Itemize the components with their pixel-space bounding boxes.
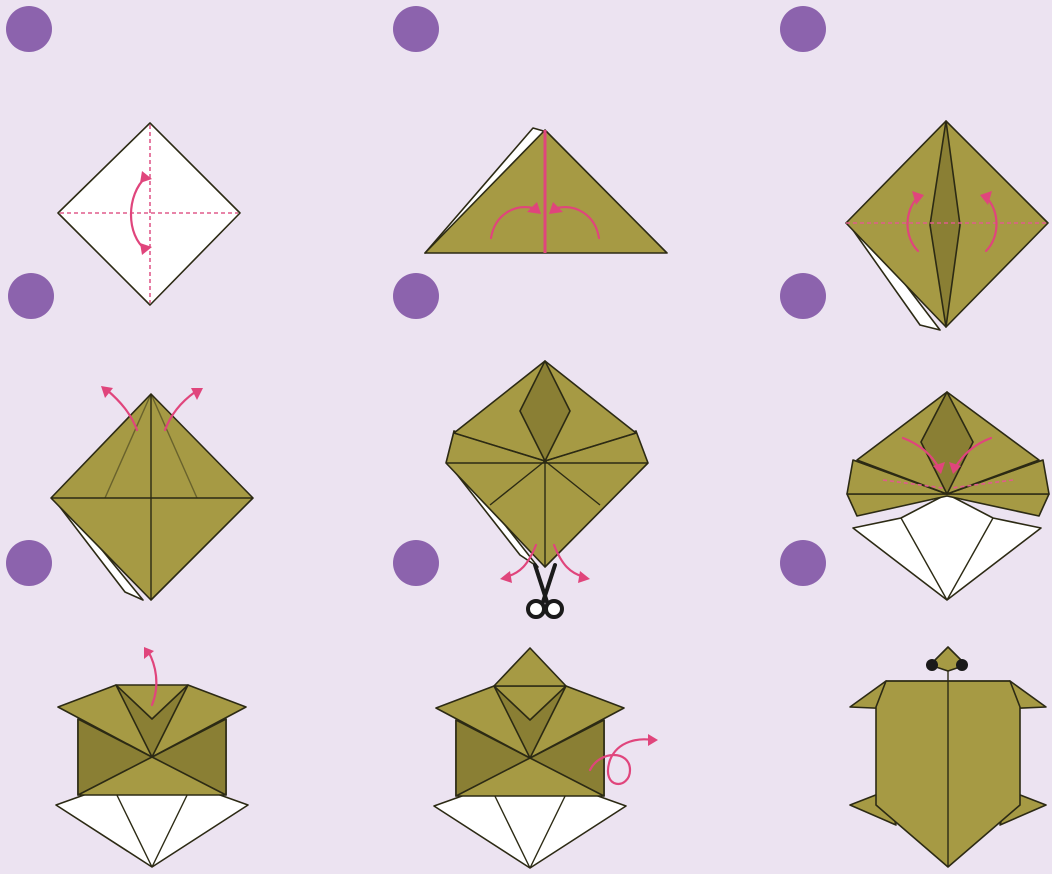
scissors-icon xyxy=(528,565,562,617)
step-1-figure xyxy=(50,115,250,315)
step-badge-9 xyxy=(780,540,826,586)
step-6-figure xyxy=(843,388,1052,603)
step-badge-1 xyxy=(6,6,52,52)
step-7-figure xyxy=(52,645,252,873)
step-badge-2 xyxy=(393,6,439,52)
right-eye xyxy=(956,659,968,671)
step-badge-4 xyxy=(8,273,54,319)
step-badge-6 xyxy=(780,273,826,319)
step-9-figure xyxy=(846,645,1051,870)
step-badge-8 xyxy=(393,540,439,586)
step-4-figure xyxy=(45,380,260,605)
white-square-diamond xyxy=(58,123,240,305)
step-badge-3 xyxy=(780,6,826,52)
step-2-figure xyxy=(415,118,675,263)
head-point xyxy=(494,648,566,686)
step-3-figure xyxy=(840,115,1052,335)
colored-square-base xyxy=(51,394,253,600)
step-badge-5 xyxy=(393,273,439,319)
left-eye xyxy=(926,659,938,671)
step-8-figure xyxy=(430,640,660,872)
step-5-figure xyxy=(440,355,655,625)
